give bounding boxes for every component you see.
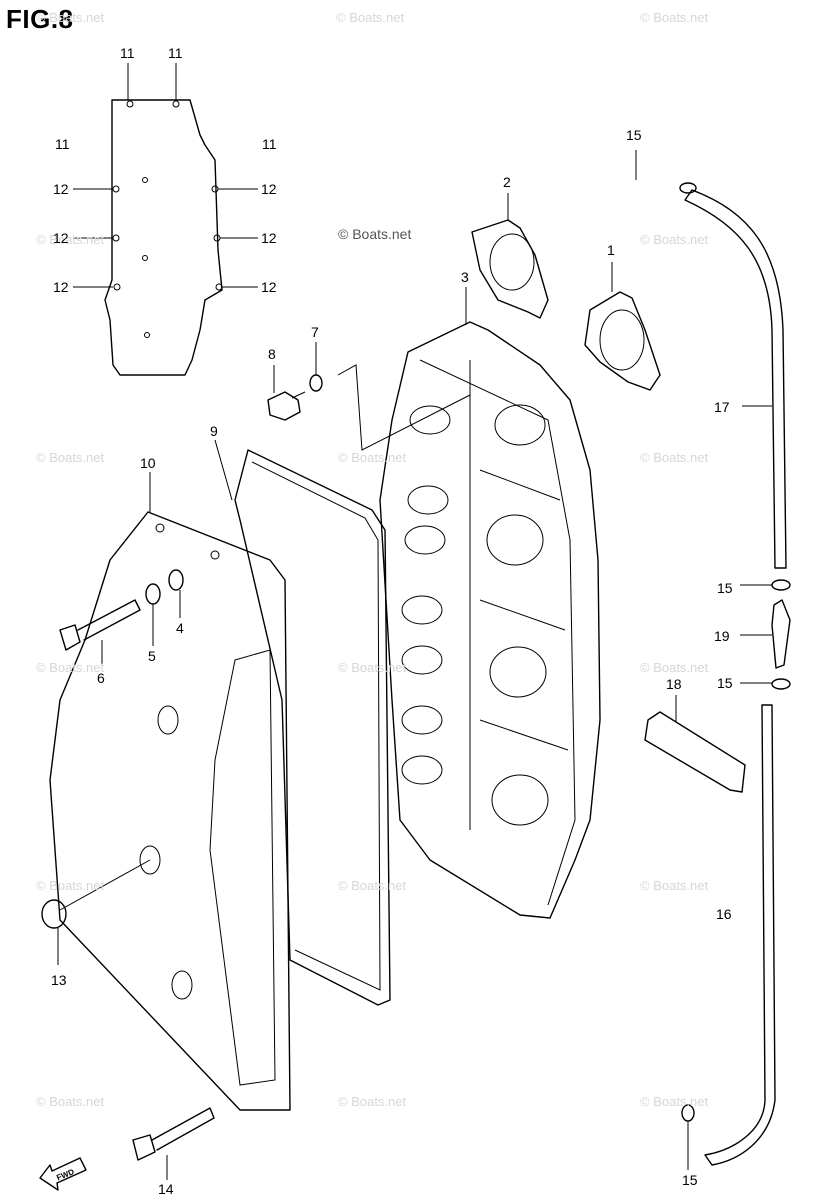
watermark: © Boats.net [36, 1094, 105, 1109]
callout-2: 2 [503, 174, 511, 190]
bolt-14-part [132, 1107, 215, 1161]
leader-lines [57, 63, 772, 1180]
callout-12: 12 [261, 230, 277, 246]
plug-13-part [41, 859, 151, 929]
cover-gasket-9-part [234, 449, 391, 1006]
watermark: © Boats.net [640, 1094, 709, 1109]
callout-19: 19 [714, 628, 730, 644]
watermark: © Boats.net [640, 660, 709, 675]
callout-15: 15 [626, 127, 642, 143]
callout-15: 15 [717, 675, 733, 691]
cover-gasket-part [104, 99, 223, 376]
washer-4-part [168, 569, 184, 591]
watermark: © Boats.net [36, 232, 105, 247]
watermark: © Boats.net [640, 232, 709, 247]
callout-3: 3 [461, 269, 469, 285]
callout-7: 7 [311, 324, 319, 340]
figure-title: FIG.8 [6, 4, 74, 34]
callout-6: 6 [97, 670, 105, 686]
watermark: © Boats.net [338, 1094, 407, 1109]
watermark: © Boats.net [338, 450, 407, 465]
callout-12: 12 [261, 181, 277, 197]
watermark: © Boats.net [36, 10, 105, 25]
gasket-2-part [471, 219, 549, 319]
watermark: © Boats.net [338, 226, 412, 242]
watermark: © Boats.net [36, 450, 105, 465]
callout-11: 11 [262, 136, 277, 152]
callout-12: 12 [261, 279, 277, 295]
hose-16-part [704, 704, 776, 1166]
watermark: © Boats.net [336, 10, 405, 25]
callout-4: 4 [176, 620, 184, 636]
bolt-8-part [267, 391, 306, 421]
watermark: © Boats.net [640, 450, 709, 465]
bolt-6-part [59, 599, 141, 651]
callout-15: 15 [682, 1172, 698, 1188]
callout-5: 5 [148, 648, 156, 664]
callout-17: 17 [714, 399, 730, 415]
callout-9: 9 [210, 423, 218, 439]
washer-7-part [309, 374, 323, 392]
watermark: © Boats.net [338, 878, 407, 893]
watermark: © Boats.net [36, 660, 105, 675]
callout-12: 12 [53, 181, 69, 197]
callout-10: 10 [140, 455, 156, 471]
fwd-label: FWD [55, 1167, 75, 1182]
watermark: © Boats.net [36, 878, 105, 893]
callout-11: 11 [168, 45, 183, 61]
callout-18: 18 [666, 676, 682, 692]
washer-5-part [145, 583, 161, 605]
watermark: © Boats.net [338, 660, 407, 675]
plate-18-part [644, 711, 746, 793]
gasket-1-part [584, 291, 661, 391]
callout-8: 8 [268, 346, 276, 362]
watermark: © Boats.net [640, 10, 709, 25]
joint-19-part [771, 599, 791, 669]
callout-12: 12 [53, 230, 69, 246]
fwd-arrow-icon: FWD [39, 1157, 87, 1191]
callout-11: 11 [55, 136, 70, 152]
callout-15: 15 [717, 580, 733, 596]
callout-14: 14 [158, 1181, 174, 1197]
callout-12: 12 [53, 279, 69, 295]
hose-17-part [684, 189, 787, 569]
cover-plate-10-part [49, 511, 291, 1111]
callout-16: 16 [716, 906, 732, 922]
callout-13: 13 [51, 972, 67, 988]
callout-11: 11 [120, 45, 135, 61]
manifold-block-part [379, 321, 601, 919]
callout-1: 1 [607, 242, 615, 258]
watermark: © Boats.net [640, 878, 709, 893]
